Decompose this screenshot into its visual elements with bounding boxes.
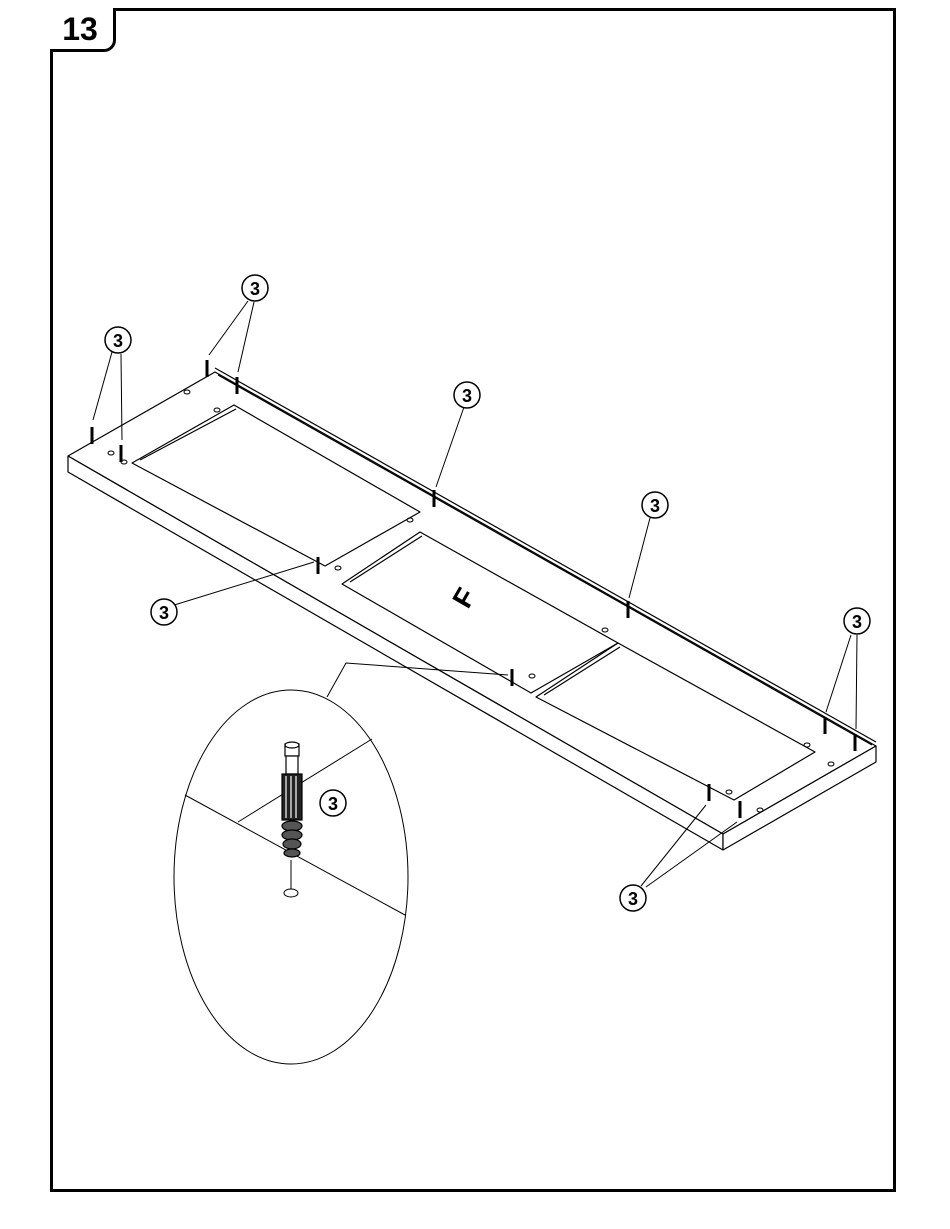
- svg-text:3: 3: [328, 794, 338, 814]
- callout: 3: [620, 885, 646, 911]
- svg-text:3: 3: [462, 386, 472, 406]
- svg-text:3: 3: [250, 279, 260, 299]
- dowel-hole: [284, 889, 298, 897]
- svg-text:3: 3: [628, 889, 638, 909]
- callout: 3: [454, 382, 480, 408]
- callout: 3: [844, 608, 870, 634]
- callout: 3: [151, 599, 177, 625]
- callout: 3: [242, 275, 268, 301]
- detail-magnifier: 3: [174, 690, 408, 1064]
- callout: 3: [642, 492, 668, 518]
- svg-text:3: 3: [159, 603, 169, 623]
- svg-text:3: 3: [852, 612, 862, 632]
- svg-text:3: 3: [113, 331, 123, 351]
- callout: 3: [320, 790, 346, 816]
- callout: 3: [105, 327, 131, 353]
- svg-text:3: 3: [650, 496, 660, 516]
